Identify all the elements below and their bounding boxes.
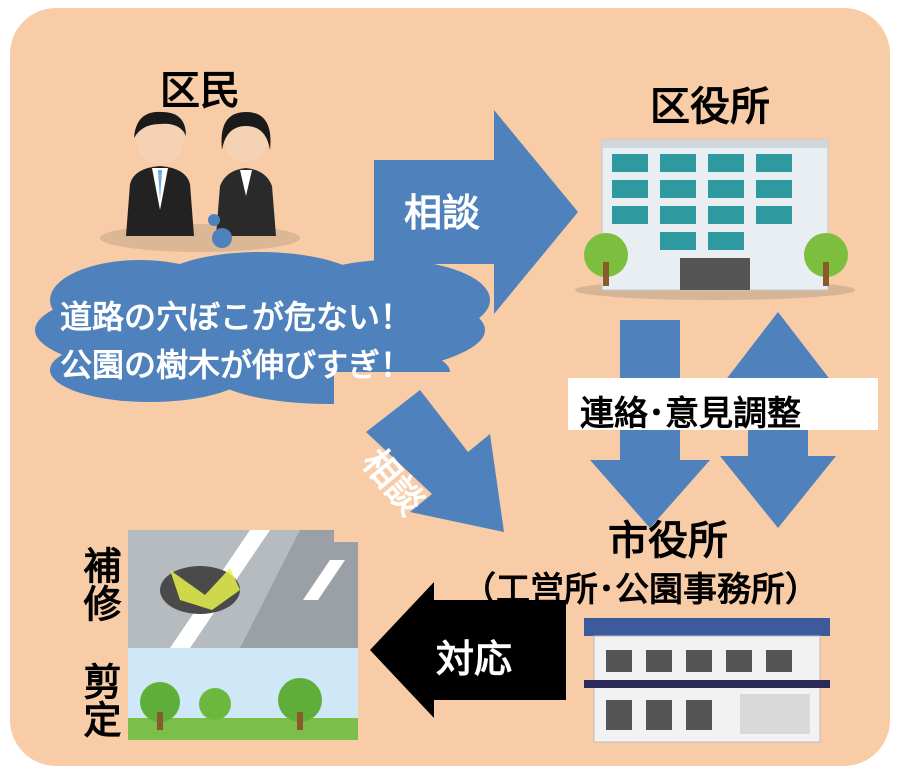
liaison-label-box [568, 378, 878, 430]
bubble-dot-small [208, 214, 220, 226]
speech-line-1: 道路の穴ぼこが危ない！ [60, 298, 413, 336]
city-office-label: 市役所 [608, 518, 728, 564]
consult-arrow-diagonal [334, 372, 544, 542]
speech-line-2: 公園の樹木が伸びすぎ！ [60, 346, 413, 384]
response-label: 対応 [436, 637, 513, 681]
road-repair-image [128, 530, 358, 648]
resident-label: 区民 [160, 68, 240, 114]
repair-label: 補修 [77, 546, 121, 622]
bubble-dot-large [212, 228, 232, 248]
ward-office-building-icon [575, 139, 855, 300]
park-pruning-image [128, 648, 358, 740]
city-office-building-icon [584, 618, 830, 743]
consult-arrow-right [374, 110, 578, 314]
consult-label: 相談 [404, 191, 481, 235]
ward-office-label: 区役所 [650, 84, 770, 130]
city-office-sublabel: （工営所･公園事務所） [462, 570, 819, 610]
prune-label: 剪定 [77, 662, 121, 738]
response-arrow-left [370, 582, 566, 718]
liaison-label: 連絡･意見調整 [580, 394, 801, 434]
residents-icon [100, 111, 300, 252]
